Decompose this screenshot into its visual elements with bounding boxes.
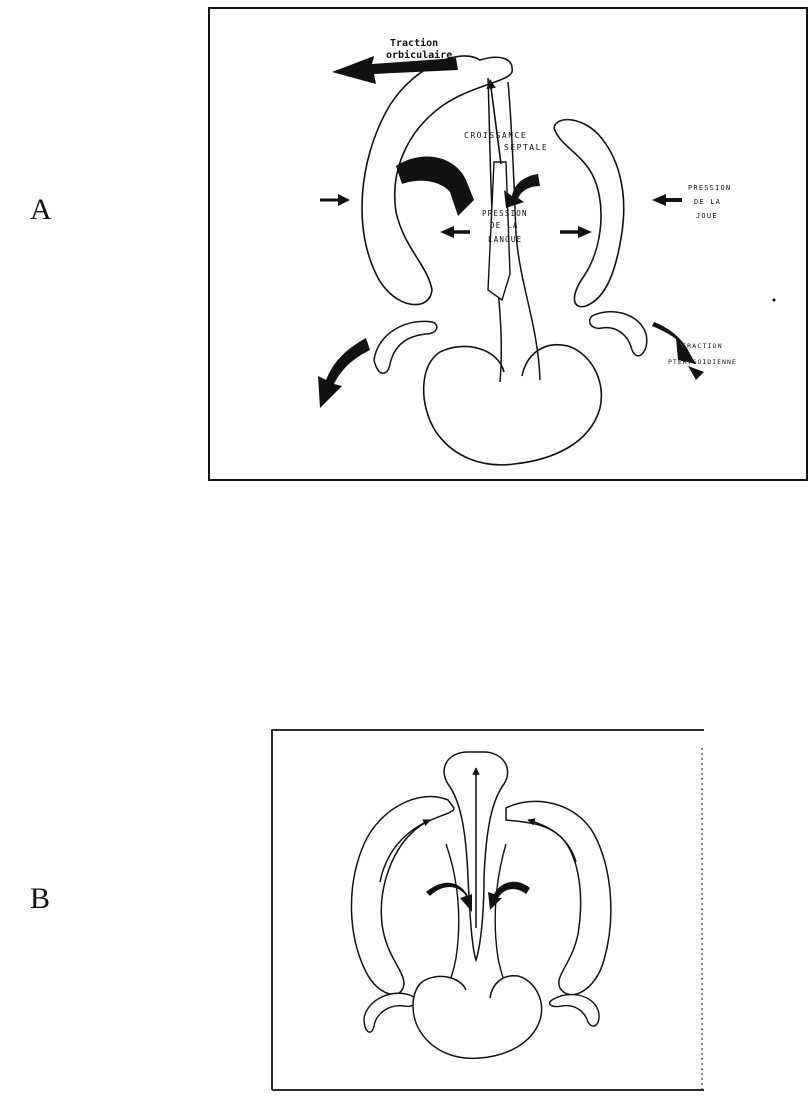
right-lateral-process [554, 120, 624, 307]
diagram-b [270, 728, 710, 1094]
label-pression-joue-2: DE LA [694, 198, 721, 206]
left-curved-arrow-b [426, 883, 472, 912]
label-pression-langue-1: PRESSION [482, 209, 528, 218]
label-croissance-1: CROISSANCE [464, 131, 527, 140]
left-hook-b [364, 993, 416, 1032]
speck [773, 299, 776, 302]
label-pression-langue-2: DE LA [490, 221, 519, 230]
right-curved-force-arrow [504, 174, 540, 208]
label-traction-ptery-1: TRACTION [682, 342, 723, 350]
cheek-pressure-left-head [338, 194, 350, 206]
right-lateral-process-b [506, 801, 611, 994]
left-curved-force-arrow [396, 157, 474, 216]
label-croissance-2: SEPTALE [504, 143, 548, 152]
right-hook-b [550, 995, 599, 1027]
panel-letter-b: B [30, 882, 50, 916]
septum-right-line [508, 82, 540, 380]
cheek-pressure-right-head [652, 194, 666, 206]
bottom-kidney-b [413, 976, 542, 1059]
label-pression-langue-3: LANGUE [488, 235, 522, 244]
bottom-kidney [424, 345, 602, 465]
left-lateral-process-b [351, 797, 454, 995]
panel-letter-a: A [30, 193, 52, 227]
right-hook [590, 312, 647, 356]
label-traction-orbiculaire-1: Traction [390, 37, 438, 49]
label-traction-ptery-2: PTERYGOIDIENNE [668, 358, 737, 366]
tongue-pressure-left-head [440, 226, 454, 238]
label-pression-joue-1: PRESSION [688, 184, 731, 192]
lower-left-curved-arrow [318, 338, 370, 408]
label-traction-orbiculaire-2: orbiculaire [386, 49, 452, 61]
diagram-a: Traction orbiculaire CROISSANCE SEPTALE … [208, 4, 808, 482]
pterygoid-traction-arrow-tail [688, 366, 704, 380]
growth-arrow [490, 80, 501, 164]
tongue-pressure-right-head [578, 226, 592, 238]
label-pression-joue-3: JOUE [696, 212, 718, 220]
right-curved-arrow-b [488, 882, 530, 910]
